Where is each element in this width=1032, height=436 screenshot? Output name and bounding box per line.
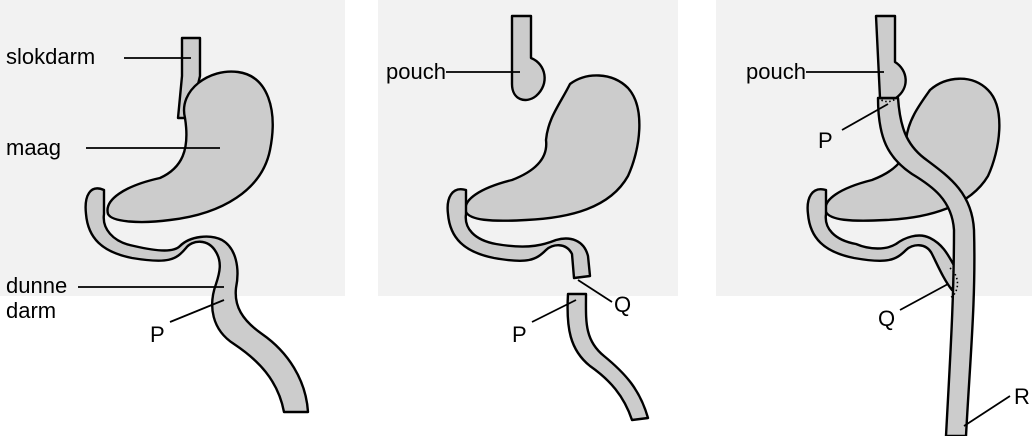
cut-p-label-3: P — [818, 128, 833, 153]
pouch-label-3: pouch — [746, 59, 806, 84]
esophagus-label: slokdarm — [6, 44, 95, 69]
cut-p-label-2: P — [512, 322, 527, 347]
pouch-label-2: pouch — [386, 59, 446, 84]
cut-q-label-3: Q — [878, 306, 895, 331]
cut-p-label-1: P — [150, 322, 165, 347]
stomach-label: maag — [6, 135, 61, 160]
cut-r-label-3: R — [1014, 384, 1030, 409]
small-intestine-label-line2: darm — [6, 298, 56, 323]
intestine-lower-2 — [568, 294, 648, 420]
cut-q-label-2: Q — [614, 292, 631, 317]
small-intestine-label-line1: dunne — [6, 273, 67, 298]
cut-r-leader-3 — [964, 396, 1010, 426]
